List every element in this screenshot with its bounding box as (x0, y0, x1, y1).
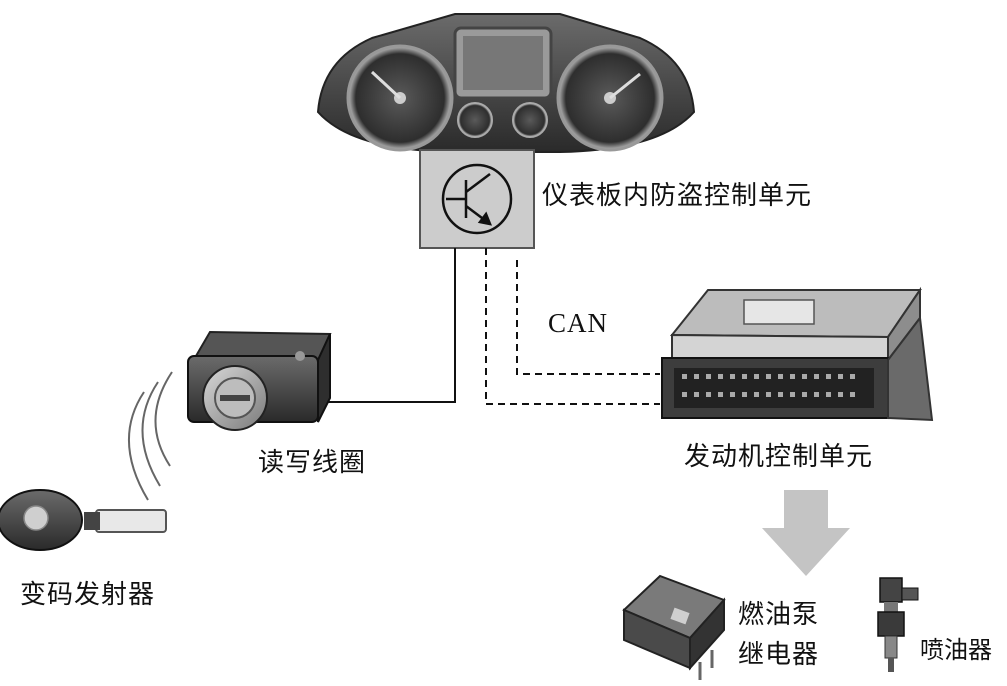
injector-label: 喷油器 (920, 630, 992, 665)
fuel-pump-relay-label-line1: 燃油泵 (738, 594, 819, 631)
immobilizer-unit-label: 仪表板内防盗控制单元 (542, 175, 812, 212)
reader-coil-label: 读写线圈 (258, 442, 366, 479)
radio-wave-arcs (129, 372, 172, 500)
reader-coil-wire (328, 248, 455, 402)
can-bus-label: CAN (548, 308, 608, 339)
transponder-key-label: 变码发射器 (20, 574, 155, 611)
fuel-pump-relay-label-line2: 继电器 (738, 634, 819, 671)
car-key-icon (0, 490, 166, 550)
fuel-injector-icon (878, 578, 918, 672)
relay-icon (624, 576, 724, 680)
down-arrow-icon (762, 490, 850, 576)
engine-ecu-label: 发动机控制单元 (684, 436, 873, 473)
ignition-lock-coil-icon (188, 332, 330, 430)
instrument-cluster-icon (318, 14, 694, 152)
engine-ecu-icon (662, 290, 932, 420)
